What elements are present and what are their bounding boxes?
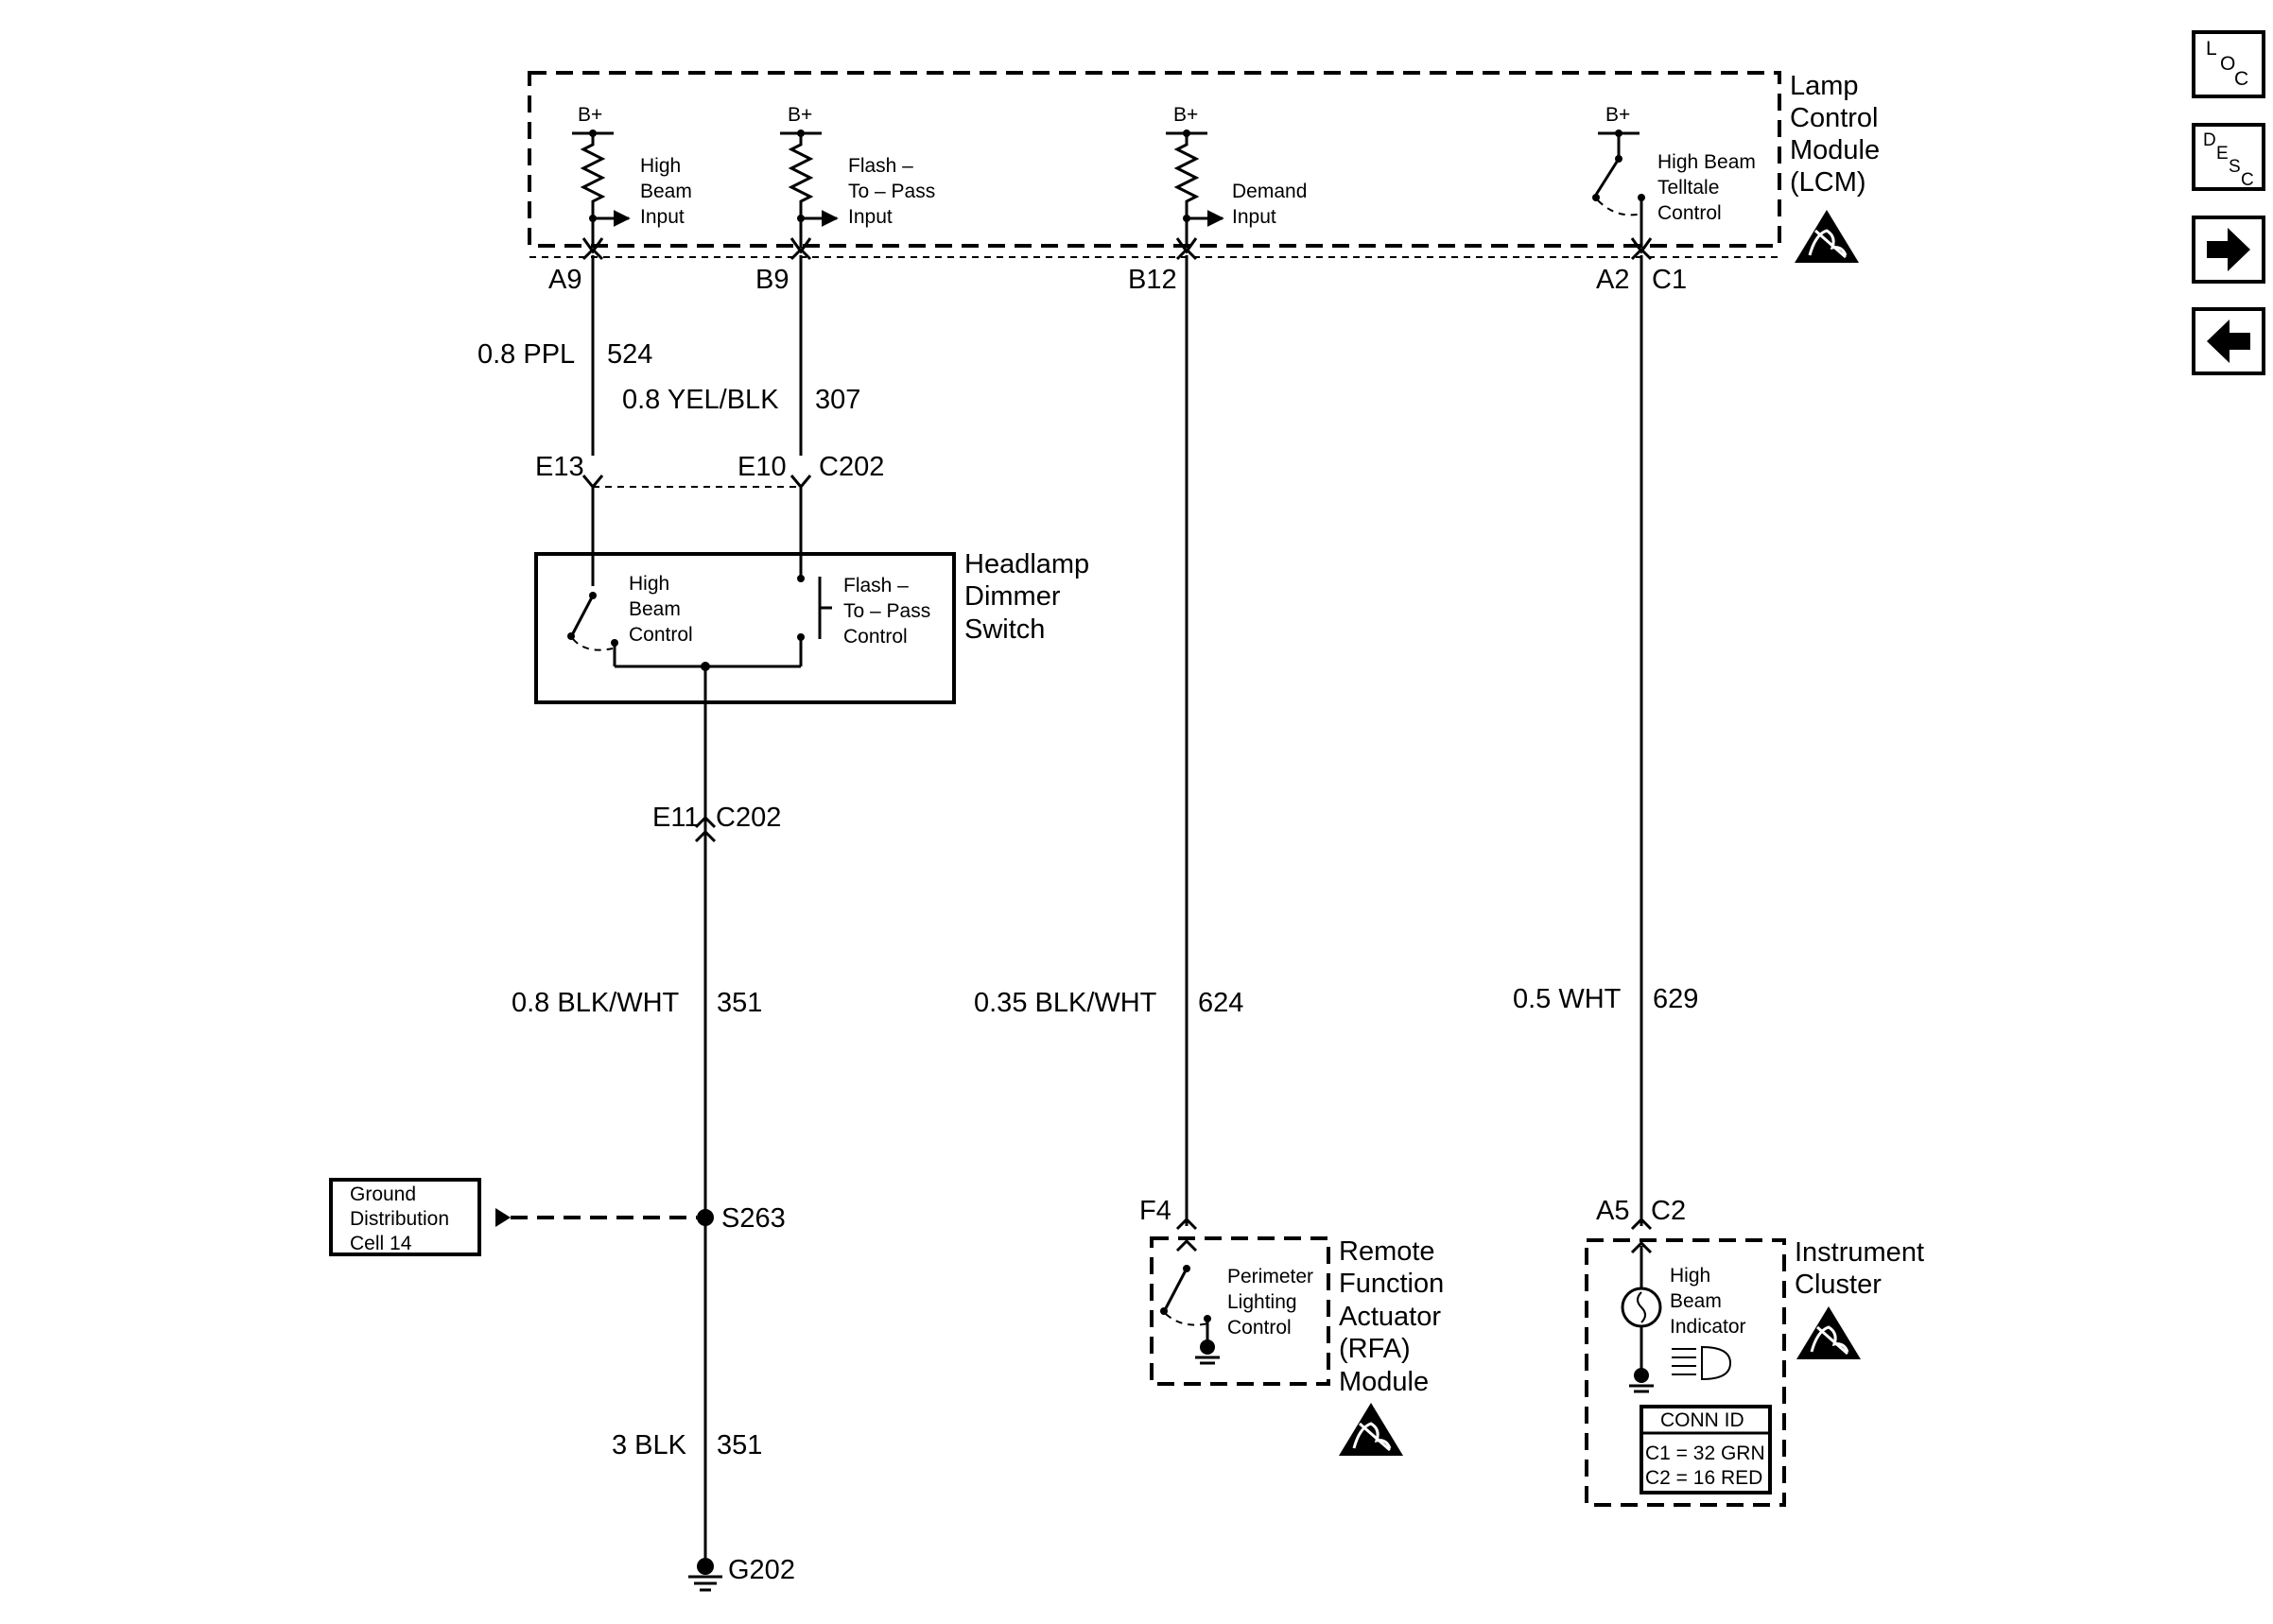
high-beam-lamp-icon — [1672, 1345, 1732, 1381]
lcm-title-4: (LCM) — [1790, 167, 1866, 198]
dimmer-flash-3: Control — [843, 626, 908, 648]
desc-letter-d: D — [2203, 130, 2216, 150]
telltale-1: High Beam — [1657, 151, 1756, 173]
dimmer-high-beam-3: Control — [629, 624, 693, 646]
connector-c2: C2 — [1651, 1196, 1686, 1226]
rfa-title-4: (RFA) — [1339, 1334, 1411, 1364]
flash-input-2: To – Pass — [848, 181, 935, 202]
lcm-title-1: Lamp — [1790, 71, 1859, 101]
ground-dist-3: Cell 14 — [350, 1233, 412, 1254]
desc-letter-e: E — [2216, 144, 2229, 164]
high-beam-input-2: Beam — [640, 181, 692, 202]
connector-c202-lower: C202 — [716, 803, 781, 833]
connector-c202: C202 — [819, 452, 884, 482]
conn-id-title: CONN ID — [1660, 1409, 1744, 1431]
loc-letter-o: O — [2220, 53, 2235, 75]
instrument-cluster: A5 C2 High Beam Indicator CONN ID C1 = 3… — [1585, 1196, 1924, 1507]
esd-warning-icon — [1337, 1401, 1405, 1458]
wire-351-gauge: 0.8 BLK/WHT — [512, 988, 680, 1018]
demand-input-1: Demand — [1232, 181, 1307, 202]
rfa-switch-3: Control — [1227, 1317, 1292, 1339]
rfa-switch-1: Perimeter — [1227, 1266, 1313, 1287]
pin-c1: C1 — [1652, 265, 1687, 295]
loc-button[interactable]: L O C — [2192, 30, 2265, 98]
loc-letter-l: L — [2206, 38, 2217, 60]
indicator-1: High — [1670, 1265, 1710, 1287]
indicator-3: Indicator — [1670, 1316, 1746, 1338]
lcm-title-2: Control — [1790, 103, 1879, 133]
dimmer-title-3: Switch — [964, 614, 1045, 645]
wire-351-lower-gauge: 3 BLK — [612, 1430, 687, 1460]
cluster-title-2: Cluster — [1795, 1270, 1882, 1300]
conn-id-row-2: C2 = 16 RED — [1645, 1467, 1762, 1489]
connector-e13: E13 — [535, 452, 584, 482]
desc-letter-s: S — [2229, 157, 2241, 177]
wire-624-gauge: 0.35 BLK/WHT — [974, 988, 1157, 1018]
arrow-left-icon — [2207, 320, 2250, 363]
pin-b9: B9 — [755, 265, 789, 295]
demand-input-2: Input — [1232, 206, 1276, 228]
next-button[interactable] — [2192, 216, 2265, 284]
bplus-label: B+ — [578, 104, 602, 126]
telltale-2: Telltale — [1657, 177, 1719, 199]
headlamp-dimmer-switch: Headlamp Dimmer Switch High Beam Control… — [534, 549, 1089, 704]
indicator-2: Beam — [1670, 1290, 1722, 1312]
arrow-right-icon — [2207, 228, 2250, 271]
bplus-label: B+ — [788, 104, 812, 126]
esd-warning-icon — [1793, 208, 1861, 265]
dimmer-title-1: Headlamp — [964, 549, 1089, 579]
pin-b12: B12 — [1128, 265, 1177, 295]
dimmer-flash-2: To – Pass — [843, 600, 930, 622]
high-beam-input-1: High — [640, 155, 681, 177]
ground-g202: G202 — [728, 1555, 795, 1585]
wire-307-gauge: 0.8 YEL/BLK — [622, 385, 779, 415]
pin-a9: A9 — [548, 265, 581, 295]
cluster-title-1: Instrument — [1795, 1237, 1924, 1268]
dimmer-title-2: Dimmer — [964, 581, 1061, 612]
esd-warning-icon — [1795, 1304, 1863, 1361]
dimmer-high-beam-1: High — [629, 573, 669, 595]
ground-dist-1: Ground — [350, 1183, 416, 1205]
dimmer-flash-1: Flash – — [843, 575, 909, 596]
rfa-switch-2: Lighting — [1227, 1291, 1297, 1313]
telltale-3: Control — [1657, 202, 1722, 224]
ground-icon — [688, 1558, 722, 1592]
high-beam-input-3: Input — [640, 206, 685, 228]
rfa-title-2: Function — [1339, 1269, 1444, 1299]
wire-351-circuit: 351 — [717, 988, 762, 1018]
wire-629-gauge: 0.5 WHT — [1513, 984, 1622, 1014]
flash-input-3: Input — [848, 206, 893, 228]
wire-524-gauge: 0.8 PPL — [477, 339, 575, 370]
flash-input-1: Flash – — [848, 155, 913, 177]
connector-f4: F4 — [1139, 1196, 1171, 1226]
conn-id-row-1: C1 = 32 GRN — [1645, 1443, 1765, 1464]
rfa-title-3: Actuator — [1339, 1302, 1441, 1332]
bplus-label: B+ — [1605, 104, 1630, 126]
ground-dist-2: Distribution — [350, 1208, 449, 1230]
rfa-title-5: Module — [1339, 1367, 1429, 1397]
wire-307-circuit: 307 — [815, 385, 860, 415]
connector-e10: E10 — [737, 452, 787, 482]
bplus-label: B+ — [1173, 104, 1198, 126]
desc-letter-c: C — [2241, 170, 2254, 190]
previous-button[interactable] — [2192, 307, 2265, 375]
dimmer-high-beam-2: Beam — [629, 598, 681, 620]
rfa-module: F4 Perimeter Lighting Control Remote Fun… — [1139, 1196, 1444, 1458]
wire-351-lower-circuit: 351 — [717, 1430, 762, 1460]
splice-s263: S263 — [721, 1203, 786, 1234]
wire-624-circuit: 624 — [1198, 988, 1243, 1018]
ground-distribution-link[interactable]: Ground Distribution Cell 14 — [329, 1178, 481, 1256]
pin-a2: A2 — [1596, 265, 1629, 295]
connector-e11: E11 — [652, 803, 699, 833]
lcm-title-3: Module — [1790, 135, 1880, 165]
wire-629-circuit: 629 — [1653, 984, 1698, 1014]
loc-letter-c: C — [2234, 68, 2248, 90]
lamp-control-module: Lamp Control Module (LCM) B+ High Beam I… — [528, 71, 1880, 295]
desc-button[interactable]: D E S C — [2192, 123, 2265, 191]
wire-524-circuit: 524 — [607, 339, 652, 370]
connector-a5: A5 — [1596, 1196, 1629, 1226]
rfa-title-1: Remote — [1339, 1236, 1435, 1267]
